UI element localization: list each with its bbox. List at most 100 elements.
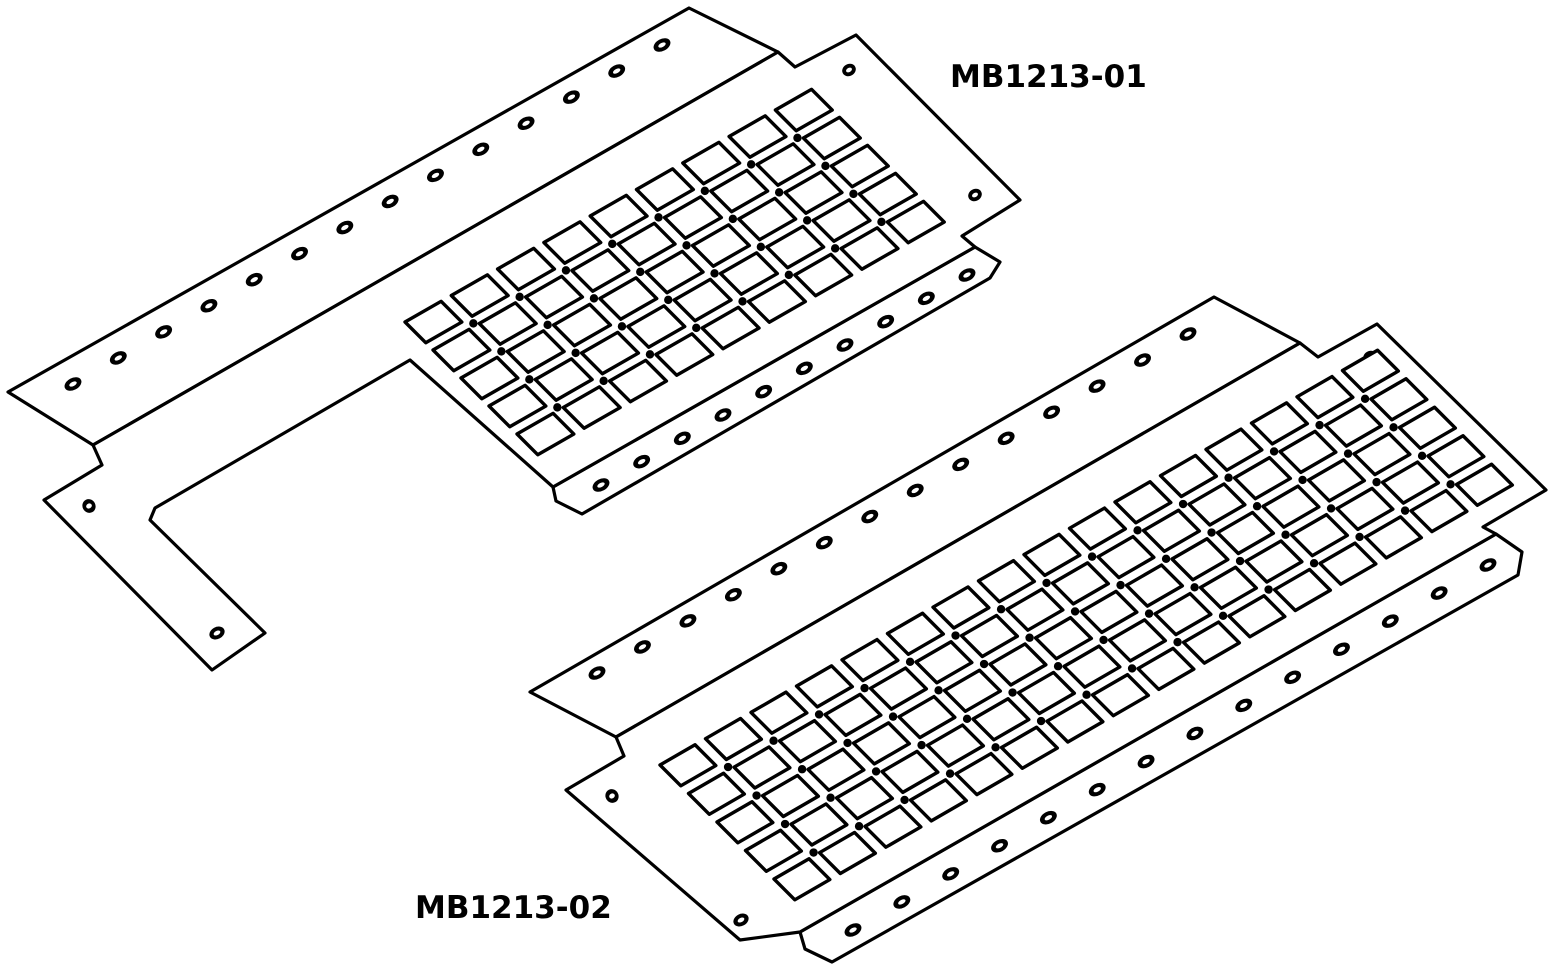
vent-cell bbox=[644, 249, 705, 295]
vent-cell bbox=[1227, 594, 1287, 639]
vent-cell bbox=[1306, 458, 1367, 503]
vent-cell bbox=[477, 301, 538, 346]
vent-cell bbox=[839, 226, 900, 271]
vent-cell bbox=[976, 558, 1037, 604]
vent-dot bbox=[991, 743, 1000, 752]
mounting-slot bbox=[1137, 754, 1155, 769]
corner-hole bbox=[82, 499, 96, 513]
vent-dot bbox=[1235, 556, 1245, 566]
vent-dot bbox=[1053, 662, 1063, 671]
vent-cell bbox=[1136, 646, 1196, 692]
vent-dot bbox=[877, 217, 886, 227]
vent-cell bbox=[1153, 591, 1213, 637]
vent-cell bbox=[505, 329, 566, 374]
vent-dot bbox=[589, 294, 599, 303]
vent-dot bbox=[469, 319, 478, 328]
vent-cell bbox=[1187, 482, 1247, 527]
mounting-slot bbox=[1088, 379, 1106, 393]
vent-cell bbox=[1369, 377, 1429, 422]
fold-line bbox=[551, 245, 977, 489]
vent-dot bbox=[1446, 480, 1455, 489]
mounting-slot bbox=[1381, 614, 1399, 628]
vent-cell bbox=[709, 168, 770, 214]
corner-hole bbox=[209, 626, 225, 640]
mounting-slot bbox=[517, 116, 535, 131]
mounting-slot bbox=[844, 923, 862, 937]
vent-dot bbox=[917, 740, 926, 750]
vent-cell bbox=[1181, 620, 1242, 665]
vent-cell bbox=[755, 142, 816, 187]
vent-cell bbox=[737, 196, 798, 242]
vent-cell bbox=[1323, 403, 1384, 448]
vent-cell bbox=[857, 171, 918, 217]
vent-cell bbox=[579, 330, 641, 376]
vent-dot bbox=[1264, 585, 1273, 594]
vent-cell bbox=[971, 697, 1031, 742]
vent-cell bbox=[1204, 427, 1264, 472]
fold-line bbox=[614, 341, 1302, 739]
mounting-slot bbox=[291, 246, 308, 261]
vent-dot bbox=[608, 239, 617, 249]
mounting-slot bbox=[1039, 810, 1057, 825]
vent-dot bbox=[1326, 504, 1336, 513]
vent-cell bbox=[765, 224, 826, 270]
vent-cell bbox=[681, 140, 742, 186]
mounting-slot bbox=[472, 142, 490, 157]
vent-cell bbox=[897, 694, 957, 740]
vent-dot bbox=[692, 323, 701, 333]
vent-dot bbox=[1190, 583, 1199, 592]
vent-cell bbox=[662, 195, 724, 240]
vent-cell bbox=[1340, 348, 1401, 394]
vent-dot bbox=[871, 767, 881, 776]
vent-cell bbox=[1215, 510, 1276, 556]
vent-dot bbox=[769, 736, 778, 745]
vent-cell bbox=[1454, 462, 1515, 508]
mounting-slot bbox=[893, 895, 911, 909]
vent-cell bbox=[851, 721, 912, 766]
vent-dot bbox=[1116, 580, 1125, 590]
vent-cell bbox=[459, 355, 520, 401]
vent-dot bbox=[728, 214, 738, 224]
vent-cell bbox=[449, 273, 510, 318]
mounting-slot bbox=[942, 867, 960, 881]
vent-cell bbox=[777, 718, 838, 764]
vent-dot bbox=[515, 292, 524, 302]
vent-cell bbox=[868, 666, 929, 711]
mounting-slot bbox=[1186, 726, 1204, 741]
vent-dot bbox=[752, 791, 761, 800]
vent-dot bbox=[1252, 502, 1262, 511]
vent-dot bbox=[1087, 552, 1097, 561]
vent-cell bbox=[749, 690, 809, 735]
mounting-slot bbox=[634, 640, 651, 654]
mounting-slot bbox=[861, 509, 879, 524]
vent-cell bbox=[658, 743, 718, 788]
vent-dot bbox=[945, 769, 955, 778]
corner-hole bbox=[605, 789, 619, 803]
vent-cell bbox=[988, 642, 1048, 687]
vent-dot bbox=[746, 160, 756, 169]
vent-cell bbox=[880, 749, 940, 795]
vent-dot bbox=[809, 848, 818, 857]
vent-cell bbox=[1397, 405, 1458, 451]
vent-dot bbox=[888, 712, 898, 721]
vent-cell bbox=[715, 800, 775, 845]
vent-cell bbox=[760, 773, 821, 819]
mounting-slot bbox=[588, 666, 606, 680]
vent-dot bbox=[934, 686, 943, 695]
vent-cell bbox=[834, 775, 895, 821]
vent-cell bbox=[1426, 434, 1486, 479]
vent-cell bbox=[1335, 486, 1395, 532]
vent-dot bbox=[1025, 633, 1034, 642]
mounting-slot bbox=[155, 325, 173, 339]
vent-cell bbox=[931, 585, 991, 630]
vent-dot bbox=[700, 186, 710, 196]
vent-cell bbox=[1278, 429, 1338, 475]
vent-dot bbox=[797, 765, 807, 774]
vent-cell bbox=[570, 248, 631, 293]
vent-dot bbox=[821, 161, 830, 171]
vent-dot bbox=[1161, 554, 1171, 564]
vent-dot bbox=[1173, 637, 1182, 647]
vent-cell bbox=[1244, 539, 1304, 584]
vent-dot bbox=[543, 320, 552, 330]
